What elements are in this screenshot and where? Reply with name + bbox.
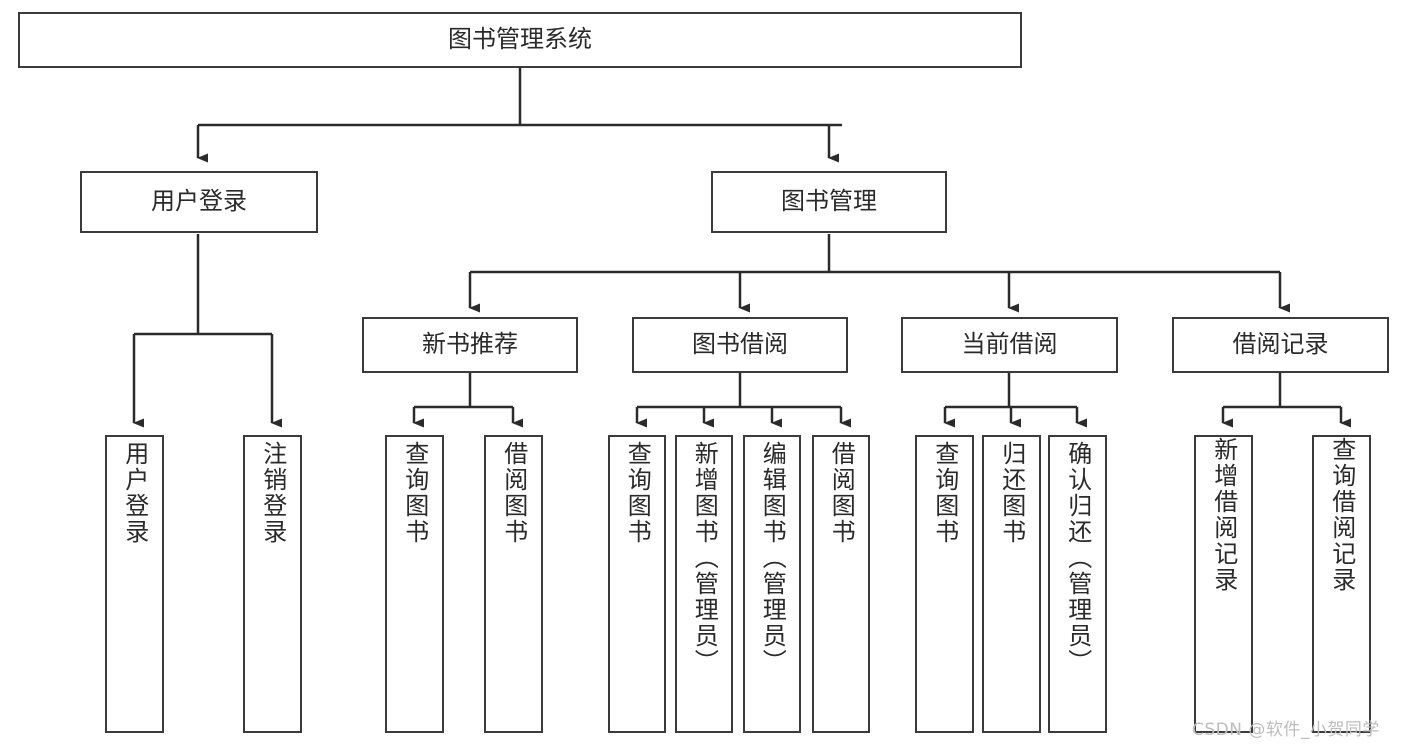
node-user-login-label: 用户登录 — [151, 187, 247, 216]
node-current-borrow-label: 当前借阅 — [961, 330, 1058, 359]
node-new-book-recommend[interactable]: 新书推荐 — [362, 317, 578, 373]
leaf-borrow-borrow-book-label: 借阅图书 — [827, 441, 856, 545]
leaf-current-confirm-return-label: 确认归还（管理员） — [1063, 441, 1092, 675]
leaf-user-login-login-label: 用户登录 — [120, 441, 149, 545]
leaf-new-book-borrow[interactable]: 借阅图书 — [484, 435, 543, 733]
leaf-new-book-borrow-label: 借阅图书 — [499, 441, 528, 545]
leaf-new-book-query[interactable]: 查询图书 — [385, 435, 444, 733]
leaf-current-return-book-label: 归还图书 — [997, 441, 1026, 545]
leaf-record-query-label: 查询借阅记录 — [1327, 437, 1356, 593]
leaf-borrow-add-book[interactable]: 新增图书（管理员） — [675, 435, 733, 733]
node-root-label: 图书管理系统 — [448, 25, 592, 54]
node-book-management-label: 图书管理 — [781, 187, 877, 216]
leaf-current-confirm-return[interactable]: 确认归还（管理员） — [1048, 435, 1107, 733]
node-book-management[interactable]: 图书管理 — [711, 171, 947, 233]
watermark-csdn: CSDN @软件_小贺同学 — [1192, 720, 1380, 740]
leaf-current-query-book-label: 查询图书 — [930, 441, 959, 545]
leaf-user-login-login[interactable]: 用户登录 — [105, 435, 164, 733]
leaf-record-add-label: 新增借阅记录 — [1209, 437, 1238, 593]
leaf-user-login-logout-label: 注销登录 — [258, 441, 287, 545]
leaf-record-query[interactable]: 查询借阅记录 — [1312, 435, 1371, 733]
node-book-borrow-label: 图书借阅 — [692, 330, 788, 359]
node-borrow-record-label: 借阅记录 — [1232, 330, 1329, 359]
leaf-current-return-book[interactable]: 归还图书 — [982, 435, 1041, 733]
node-current-borrow[interactable]: 当前借阅 — [901, 317, 1118, 373]
node-root-book-management-system[interactable]: 图书管理系统 — [18, 12, 1022, 68]
leaf-borrow-query-book[interactable]: 查询图书 — [608, 435, 666, 733]
leaf-borrow-borrow-book[interactable]: 借阅图书 — [812, 435, 870, 733]
node-user-login[interactable]: 用户登录 — [80, 171, 318, 233]
leaf-new-book-query-label: 查询图书 — [400, 441, 429, 545]
leaf-borrow-edit-book-label: 编辑图书（管理员） — [758, 441, 787, 675]
node-borrow-record[interactable]: 借阅记录 — [1172, 317, 1389, 373]
leaf-current-query-book[interactable]: 查询图书 — [915, 435, 974, 733]
node-book-borrow[interactable]: 图书借阅 — [632, 317, 848, 373]
leaf-user-login-logout[interactable]: 注销登录 — [243, 435, 302, 733]
leaf-record-add[interactable]: 新增借阅记录 — [1194, 435, 1253, 733]
leaf-borrow-query-book-label: 查询图书 — [623, 441, 652, 545]
leaf-borrow-edit-book[interactable]: 编辑图书（管理员） — [743, 435, 801, 733]
leaf-borrow-add-book-label: 新增图书（管理员） — [690, 441, 719, 675]
node-new-book-recommend-label: 新书推荐 — [422, 330, 518, 359]
